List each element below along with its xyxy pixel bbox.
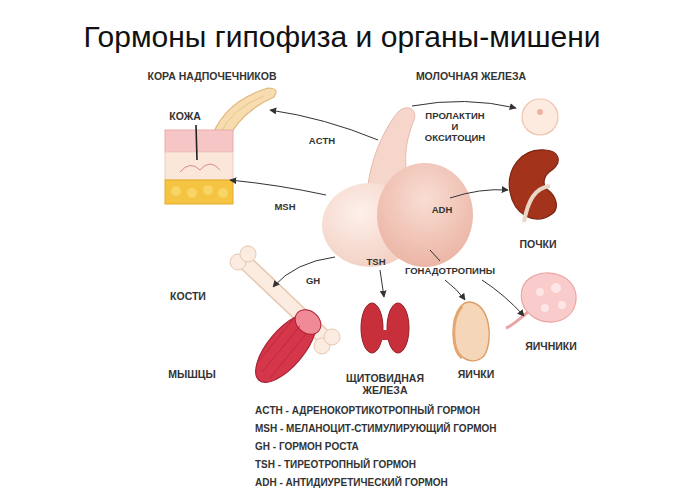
legend-note: ACTH - АДРЕНОКОРТИКОТРОПНЫЙ ГОРМОН	[255, 405, 480, 417]
gonadotropin-arrow	[482, 280, 524, 316]
testis-shape	[454, 302, 490, 361]
organ-label: ЩИТОВИДНАЯ ЖЕЛЕЗА	[346, 372, 424, 396]
skin-dermis	[165, 152, 233, 180]
organ-label: ЯИЧКИ	[458, 368, 494, 380]
legend-note: MSH - МЕЛАНОЦИТ-СТИМУЛИРУЮЩИЙ ГОРМОН	[255, 423, 497, 435]
skin-fat	[165, 180, 233, 204]
bone-knob	[324, 329, 340, 345]
hormone-label: ADH	[432, 204, 453, 215]
gonadotropin-arrow	[445, 280, 465, 300]
skin-vessel	[180, 164, 220, 172]
organ-label: КОРА НАДПОЧЕЧНИКОВ	[148, 70, 277, 82]
thyroid-lobe	[387, 303, 409, 353]
hormone-label: ACTH	[309, 135, 335, 146]
organ-label: МЫШЦЫ	[168, 368, 216, 380]
muscle-shape	[245, 304, 327, 391]
organ-label-box: КОРА НАДПОЧЕЧНИКОВ	[148, 70, 277, 82]
organ-label: КОЖА	[169, 110, 201, 122]
fat-cell	[171, 186, 181, 196]
ovary-ligament	[506, 312, 528, 328]
legend-note: TSH - ТИРЕОТРОПНЫЙ ГОРМОН	[255, 459, 416, 471]
gh-arrow	[273, 257, 335, 287]
organ-label-box: МЫШЦЫ	[168, 368, 216, 380]
organ-label-box: ЯИЧНИКИ	[525, 340, 577, 352]
organ-label-box: ЯИЧКИ	[458, 368, 494, 380]
organ-label: ПОЧКИ	[519, 238, 556, 250]
fat-cell	[203, 185, 213, 195]
follicle	[541, 304, 549, 312]
organ-label-box: КОСТИ	[170, 290, 206, 302]
follicle	[558, 301, 566, 309]
hormone-label: TSH	[367, 256, 386, 267]
thyroid-isthmus	[378, 330, 392, 340]
organ-label: МОЛОЧНАЯ ЖЕЛЕЗА	[416, 70, 526, 82]
organ-label-box: ПОЧКИ	[519, 238, 556, 250]
legend-note: ADH - АНТИДИУРЕТИЧЕСКИЙ ГОРМОН	[255, 477, 448, 489]
ovary-shape	[521, 273, 576, 322]
msh-arrow	[230, 180, 326, 195]
breast-shape	[522, 99, 558, 135]
muscle-section	[290, 305, 326, 340]
hormone-label: ГОНАДОТРОПИНЫ	[405, 265, 495, 276]
organ-label-box: КОЖА	[169, 110, 201, 122]
organ-label: КОСТИ	[170, 290, 206, 302]
prolactin-arrow	[412, 101, 516, 108]
bone-knob	[240, 246, 256, 262]
organ-label: ЯИЧНИКИ	[525, 340, 577, 352]
organ-label-box: МОЛОЧНАЯ ЖЕЛЕЗА	[416, 70, 526, 82]
kidney-shape	[509, 150, 558, 219]
hormone-label: MSH	[274, 201, 295, 212]
legend-note: GH - ГОРМОН РОСТА	[255, 441, 359, 453]
adrenal-detail	[220, 96, 264, 134]
skin-epidermis	[165, 130, 233, 152]
follicle	[551, 283, 561, 293]
hormone-label: GH	[306, 275, 320, 286]
thyroid-lobe	[361, 303, 383, 353]
nipple	[537, 109, 543, 115]
hormone-label: ПРОЛАКТИН И ОКСИТОЦИН	[425, 110, 485, 143]
hair	[196, 125, 197, 160]
diagram-title: Гормоны гипофиза и органы-мишени	[83, 20, 600, 54]
tsh-arrow	[380, 270, 384, 297]
fat-cell	[218, 188, 228, 198]
organ-label-box: ЩИТОВИДНАЯ ЖЕЛЕЗА	[346, 372, 424, 396]
muscle-fibres	[258, 318, 306, 378]
pituitary-posterior-lobe	[377, 163, 473, 267]
gonadotropin-line	[430, 250, 440, 261]
follicle	[536, 288, 544, 296]
ureter	[524, 186, 550, 222]
adh-arrow	[450, 190, 508, 198]
fat-cell	[187, 188, 197, 198]
epididymis	[454, 306, 462, 358]
